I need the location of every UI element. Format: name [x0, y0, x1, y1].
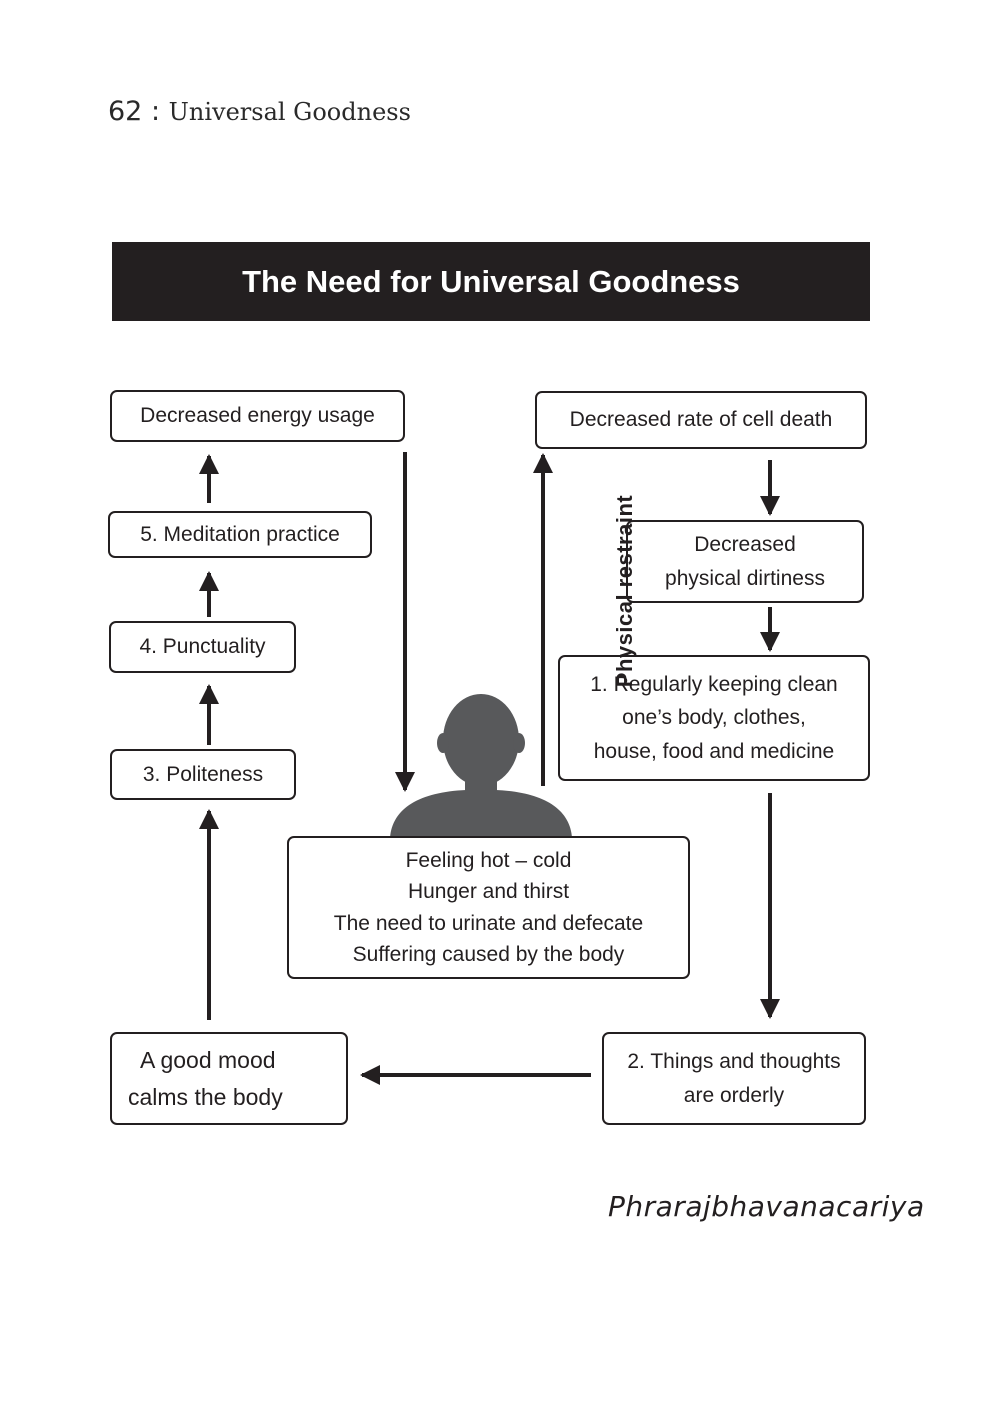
node-meditation-practice: 5. Meditation practice [108, 511, 372, 558]
node-good-mood: A good mood calms the body [110, 1032, 348, 1125]
page-number: 62 [108, 96, 143, 127]
author-signature: Phrarajbhavanacariya [608, 1190, 925, 1223]
page-header: 62 : Universal Goodness [108, 96, 411, 127]
header-separator: : [150, 96, 161, 127]
book-title: Universal Goodness [168, 98, 411, 126]
node-decreased-energy-usage: Decreased energy usage [110, 390, 405, 442]
node-decreased-dirtiness: Decreased physical dirtiness [626, 520, 864, 603]
physical-restraint-label: Physical restraint [612, 494, 637, 688]
node-politeness: 3. Politeness [110, 749, 296, 800]
node-body-suffering: Feeling hot – cold Hunger and thirst The… [287, 836, 690, 979]
node-decreased-cell-death: Decreased rate of cell death [535, 391, 867, 449]
node-punctuality: 4. Punctuality [109, 621, 296, 673]
node-things-orderly: 2. Things and thoughts are orderly [602, 1032, 866, 1125]
diagram-title: The Need for Universal Goodness [242, 263, 740, 299]
diagram-title-banner: The Need for Universal Goodness [112, 242, 870, 321]
node-keeping-clean: 1. Regularly keeping clean one’s body, c… [558, 655, 870, 781]
person-silhouette-icon [390, 694, 572, 838]
